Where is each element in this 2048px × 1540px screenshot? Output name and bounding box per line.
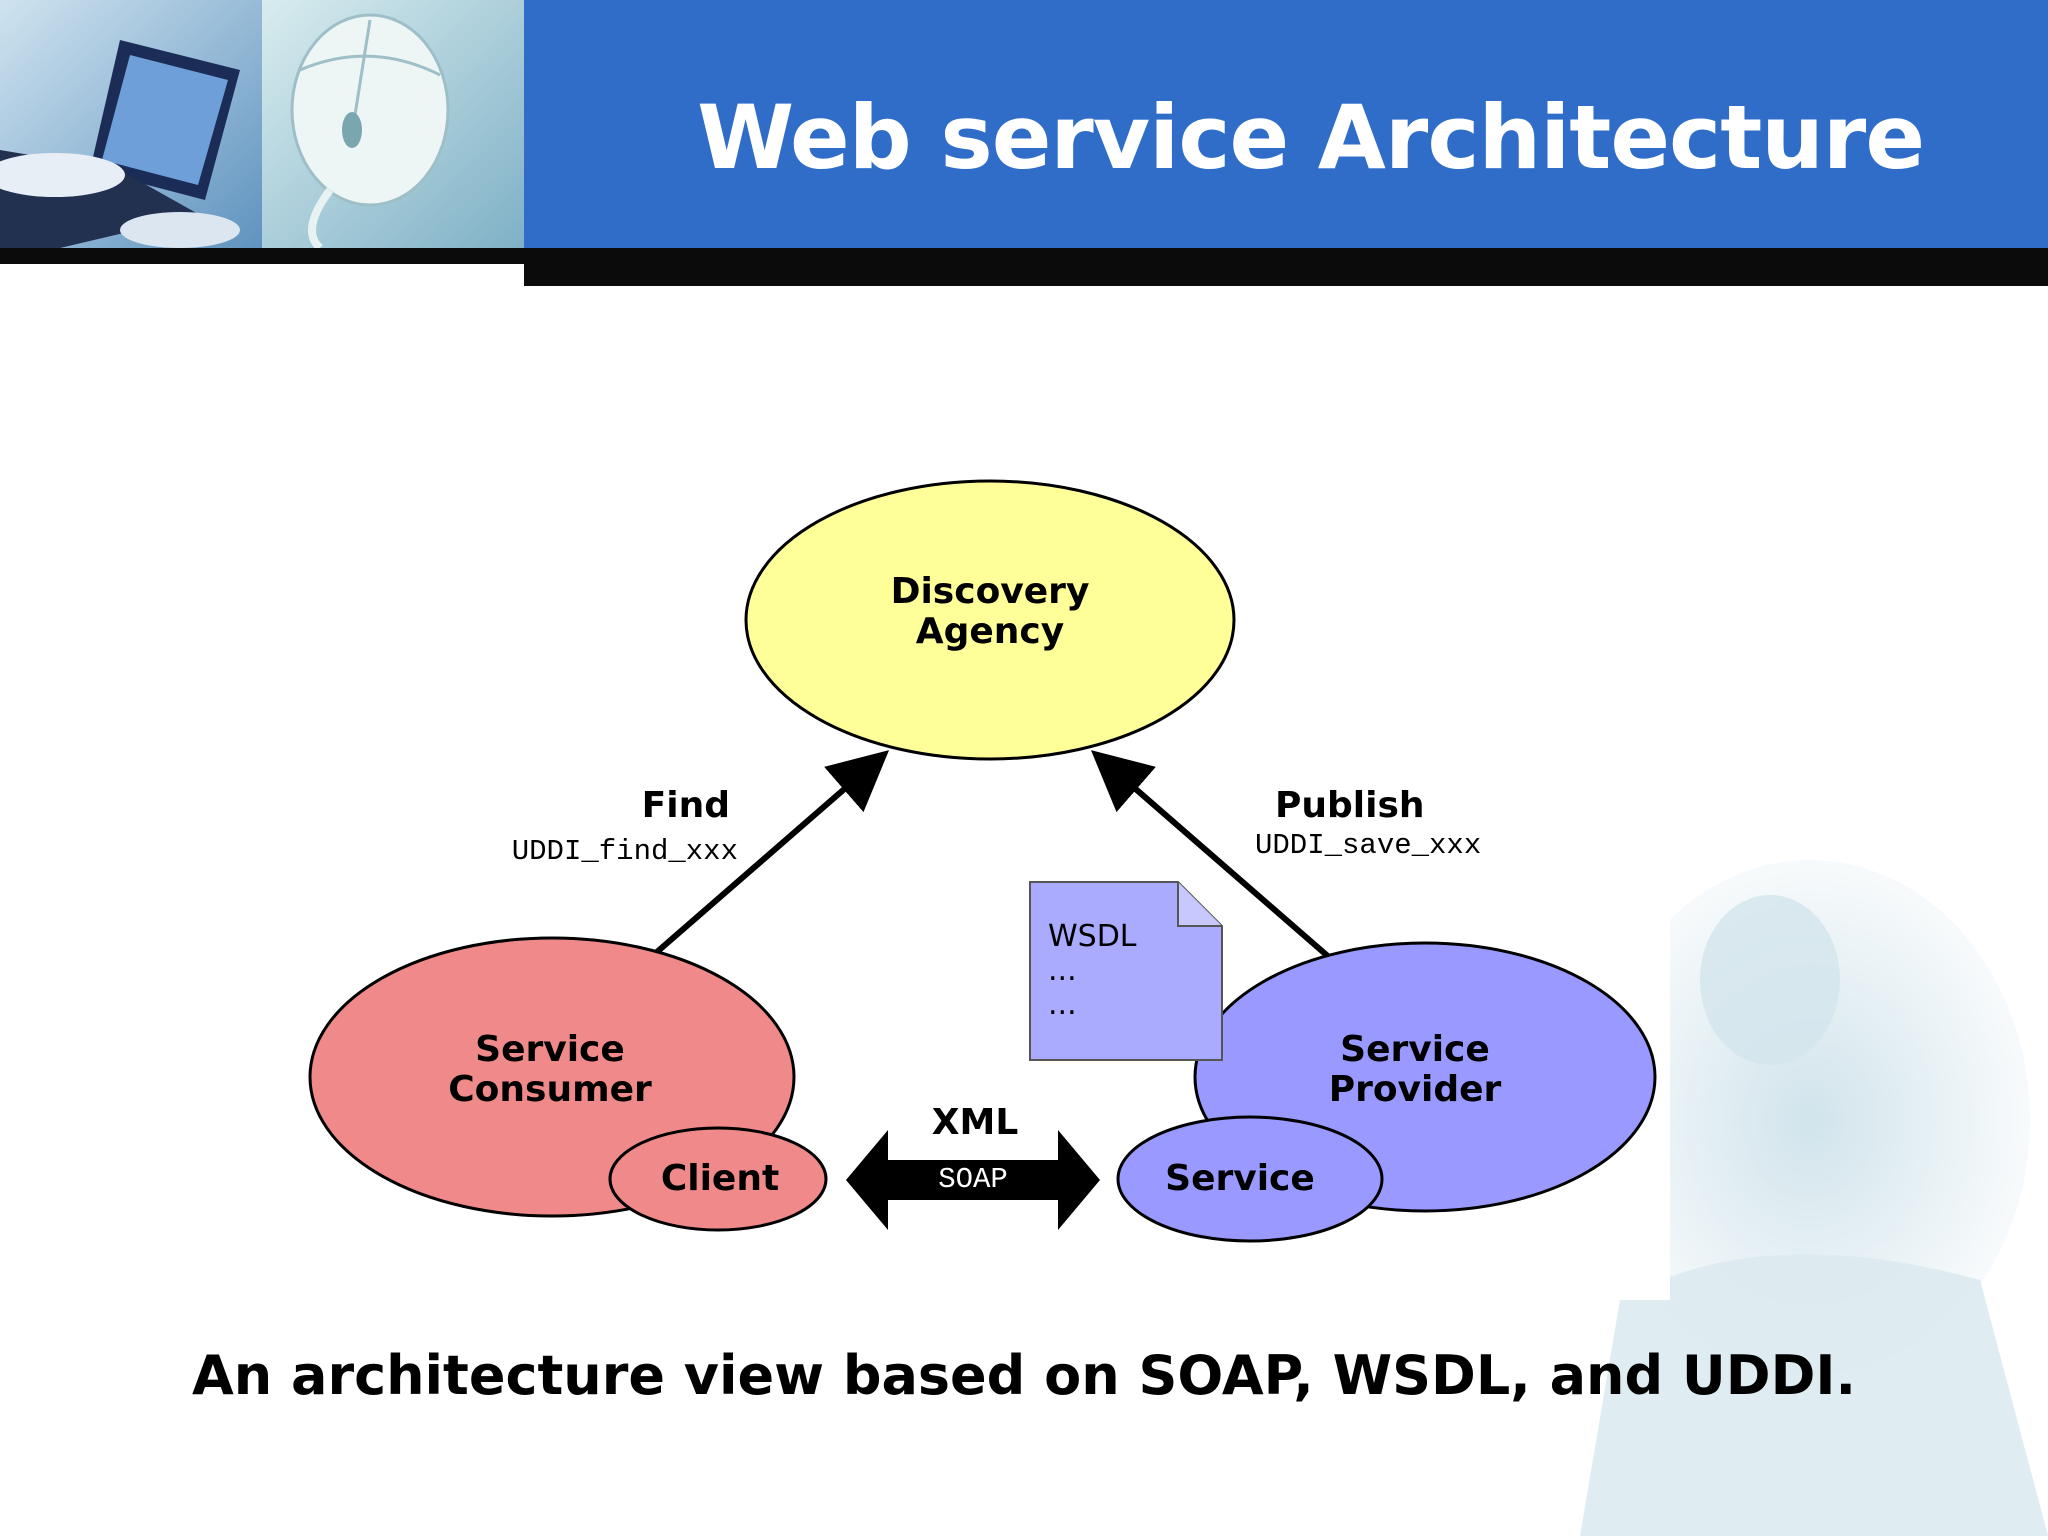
service-node xyxy=(1116,1115,1384,1243)
find-api-label: UDDI_find_xxx xyxy=(511,835,738,868)
architecture-diagram: Discovery Agency Service Consumer Client… xyxy=(290,460,1670,1300)
header-photo xyxy=(0,0,524,248)
wsdl-document-label: WSDL ... ... xyxy=(1048,919,1137,1022)
background-watermark xyxy=(1560,860,2048,1536)
slide-caption: An architecture view based on SOAP, WSDL… xyxy=(191,1344,1857,1407)
soap-arrow xyxy=(846,1130,1100,1230)
client-node xyxy=(608,1126,828,1232)
client-label: Client xyxy=(660,1158,780,1199)
publish-api-label: UDDI_save_xxx xyxy=(1255,829,1482,862)
computer-photo-icon xyxy=(0,0,524,248)
discovery-agency-label: Discovery Agency xyxy=(890,571,1090,652)
header-rule xyxy=(524,248,2048,286)
publish-arrow xyxy=(1090,750,1332,961)
find-label: Find xyxy=(641,785,730,826)
xml-label: XML xyxy=(931,1102,1019,1143)
header-band xyxy=(524,0,2048,248)
header-rule xyxy=(0,248,524,264)
page-title: Web service Architecture xyxy=(697,86,1925,189)
find-arrow xyxy=(648,750,890,961)
publish-label: Publish xyxy=(1275,785,1425,826)
service-provider-label: Service Provider xyxy=(1328,1029,1502,1110)
soap-label: SOAP xyxy=(938,1163,1008,1196)
service-label: Service xyxy=(1165,1158,1315,1199)
service-consumer-label: Service Consumer xyxy=(448,1029,652,1110)
wsdl-document-icon xyxy=(1029,881,1223,1061)
discovery-agency-node xyxy=(744,479,1236,761)
